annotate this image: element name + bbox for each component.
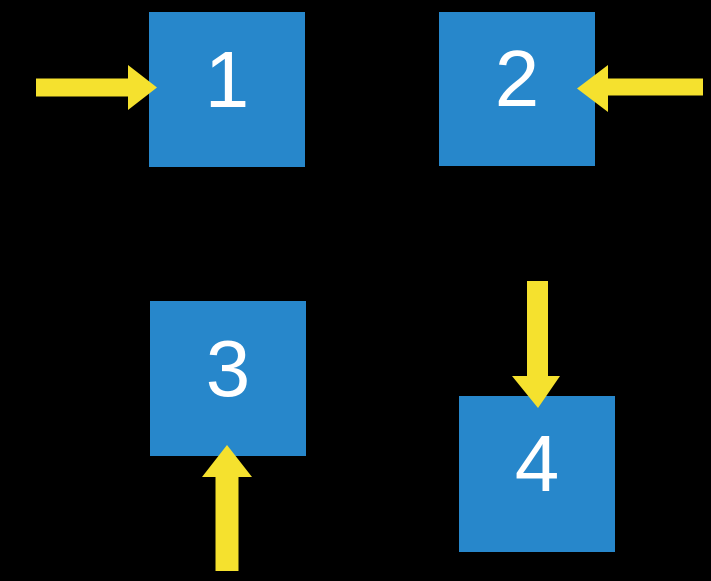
arrow-up-icon (202, 445, 252, 571)
box-2: 2 (439, 12, 595, 166)
box-3: 3 (150, 301, 306, 456)
arrow-left-icon (577, 65, 703, 112)
box-2-label: 2 (494, 34, 540, 123)
box-3-label: 3 (205, 323, 251, 413)
arrow-down-icon (512, 281, 560, 408)
box-1-label: 1 (204, 34, 250, 124)
box-1: 1 (149, 12, 305, 167)
arrow-right-icon (36, 65, 157, 110)
box-4: 4 (459, 396, 615, 552)
box-4-label: 4 (514, 419, 560, 508)
